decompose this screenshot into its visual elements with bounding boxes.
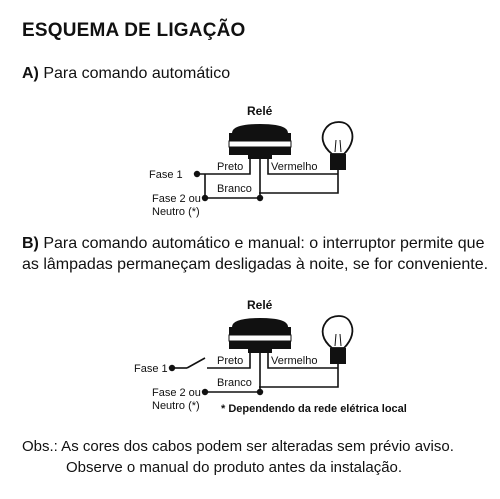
branco-label: Branco	[217, 377, 252, 389]
junction-branco	[256, 388, 264, 396]
junction-fase2	[201, 194, 209, 202]
section-b-heading: B) Para comando automático e manual: o i…	[22, 233, 492, 275]
wire-preto	[197, 158, 251, 175]
junction-fase1	[168, 364, 176, 372]
fase2-label-line1: Fase 2 ou	[152, 193, 201, 205]
vermelho-label: Vermelho	[271, 355, 317, 367]
preto-label: Preto	[217, 355, 243, 367]
fase1-label: Fase 1	[149, 169, 183, 181]
section-a-text: Para comando automático	[38, 65, 231, 82]
relay-label: Relé	[247, 104, 273, 118]
junction-fase1	[193, 170, 201, 178]
relay-icon	[228, 124, 292, 159]
section-a-heading: A) Para comando automático	[22, 65, 230, 83]
relay-label: Relé	[247, 298, 273, 312]
wire-lamp-return	[259, 364, 339, 388]
preto-label: Preto	[217, 161, 243, 173]
switch-icon	[172, 357, 206, 369]
fase1-label: Fase 1	[134, 363, 168, 375]
footnote-label: * Dependendo da rede elétrica local	[221, 403, 407, 415]
wire-preto	[207, 352, 251, 369]
wire-vermelho	[267, 352, 338, 369]
page-title: ESQUEMA DE LIGAÇÃO	[22, 20, 246, 41]
vermelho-label: Vermelho	[271, 161, 317, 173]
junction-branco	[256, 194, 264, 202]
section-b-text: Para comando automático e manual: o inte…	[22, 235, 489, 273]
section-a-prefix: A)	[22, 65, 39, 82]
relay-icon	[228, 318, 292, 353]
fase2-label-line2: Neutro (*)	[152, 400, 200, 412]
wire-lamp-return	[259, 170, 339, 194]
lamp-icon	[321, 121, 354, 170]
branco-label: Branco	[217, 183, 252, 195]
wire-vermelho	[267, 158, 338, 175]
fase2-label-line2: Neutro (*)	[152, 206, 200, 218]
lamp-icon	[321, 315, 354, 364]
fase2-label-line1: Fase 2 ou	[152, 387, 201, 399]
obs-note-line2: Observe o manual do produto antes da ins…	[66, 459, 403, 476]
wiring-diagram-b: Relé Fase 1 Fase 2 ou Neutro (*) Preto B…	[134, 298, 407, 415]
section-b-prefix: B)	[22, 235, 39, 252]
wiring-diagram-a: Relé Fase 1 Fase 2 ou Neutro (*) Preto B…	[149, 104, 354, 218]
obs-note: Obs.: As cores dos cabos podem ser alter…	[22, 438, 454, 455]
junction-fase2	[201, 388, 209, 396]
